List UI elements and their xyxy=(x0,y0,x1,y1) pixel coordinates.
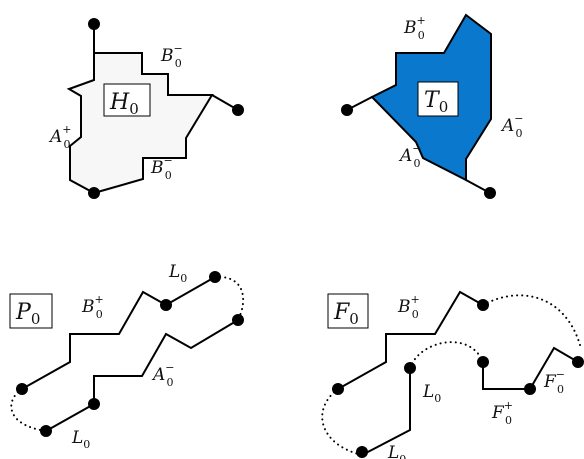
p0-vertex-6 xyxy=(232,314,244,326)
t0-vertex-left xyxy=(341,104,353,116)
t0-label-bottom: A−0 xyxy=(398,142,422,170)
t0-vertex-bottom xyxy=(484,187,496,199)
f0-vertex-7 xyxy=(356,446,368,458)
f0-vertex-2 xyxy=(477,299,489,311)
f0-label-l0-middle: L0 xyxy=(422,382,441,405)
panel-t0: T0 B+0 A−0 A−0 xyxy=(341,13,524,199)
h0-label-left: A+0 xyxy=(48,123,72,151)
h0-tile-shape xyxy=(66,52,214,195)
h0-vertex-top xyxy=(88,18,100,30)
p0-vertex-2 xyxy=(40,425,52,437)
f0-lower-path xyxy=(361,367,411,456)
p0-vertex-1 xyxy=(16,383,28,395)
p0-vertex-3 xyxy=(88,398,100,410)
f0-name: F0 xyxy=(333,300,359,328)
f0-vertex-6 xyxy=(572,356,584,368)
t0-name-box xyxy=(417,81,459,117)
f0-vertex-3 xyxy=(404,362,416,374)
f0-label-f0-plus: F+0 xyxy=(491,399,513,427)
p0-name-box xyxy=(9,293,53,329)
p0-dotted-left xyxy=(10,388,47,432)
panel-f0: F0 B+0 L0 F−0 F+0 L0 xyxy=(321,290,584,459)
f0-name-box xyxy=(327,293,369,329)
p0-vertex-5 xyxy=(209,271,221,283)
t0-label-right: A−0 xyxy=(500,112,524,140)
h0-name: H0 xyxy=(109,90,139,118)
p0-vertex-4 xyxy=(160,299,172,311)
f0-upper-path xyxy=(337,290,484,390)
f0-vertex-1 xyxy=(332,383,344,395)
p0-label-b0: B+0 xyxy=(81,293,104,321)
t0-name: T0 xyxy=(424,88,448,116)
h0-label-bottom-right: B−0 xyxy=(150,154,173,182)
p0-label-l0-top: L0 xyxy=(168,262,187,285)
h0-vertex-right xyxy=(232,104,244,116)
h0-vertex-bottom xyxy=(88,187,100,199)
f0-dotted-left xyxy=(321,388,363,456)
p0-label-l0-bottom: L0 xyxy=(71,428,90,451)
f0-dotted-middle xyxy=(409,341,484,369)
panel-h0: H0 B−0 A+0 B−0 xyxy=(48,18,244,199)
p0-name: P0 xyxy=(15,300,40,328)
p0-lower-path xyxy=(45,319,239,432)
h0-label-top-right: B−0 xyxy=(160,42,183,70)
panel-p0: P0 L0 B+0 A−0 L0 xyxy=(9,262,245,451)
h0-name-box xyxy=(103,83,151,117)
f0-label-f0-minus: F−0 xyxy=(543,368,565,396)
f0-label-b0: B+0 xyxy=(397,293,420,321)
p0-label-a0: A−0 xyxy=(151,361,175,389)
t0-label-top: B+0 xyxy=(403,14,426,42)
f0-label-l0-bottom: L0 xyxy=(387,443,406,459)
f0-vertex-5 xyxy=(524,383,536,395)
p0-dotted-right xyxy=(214,275,245,321)
f0-vertex-4 xyxy=(477,356,489,368)
f0-dotted-top xyxy=(482,294,581,346)
